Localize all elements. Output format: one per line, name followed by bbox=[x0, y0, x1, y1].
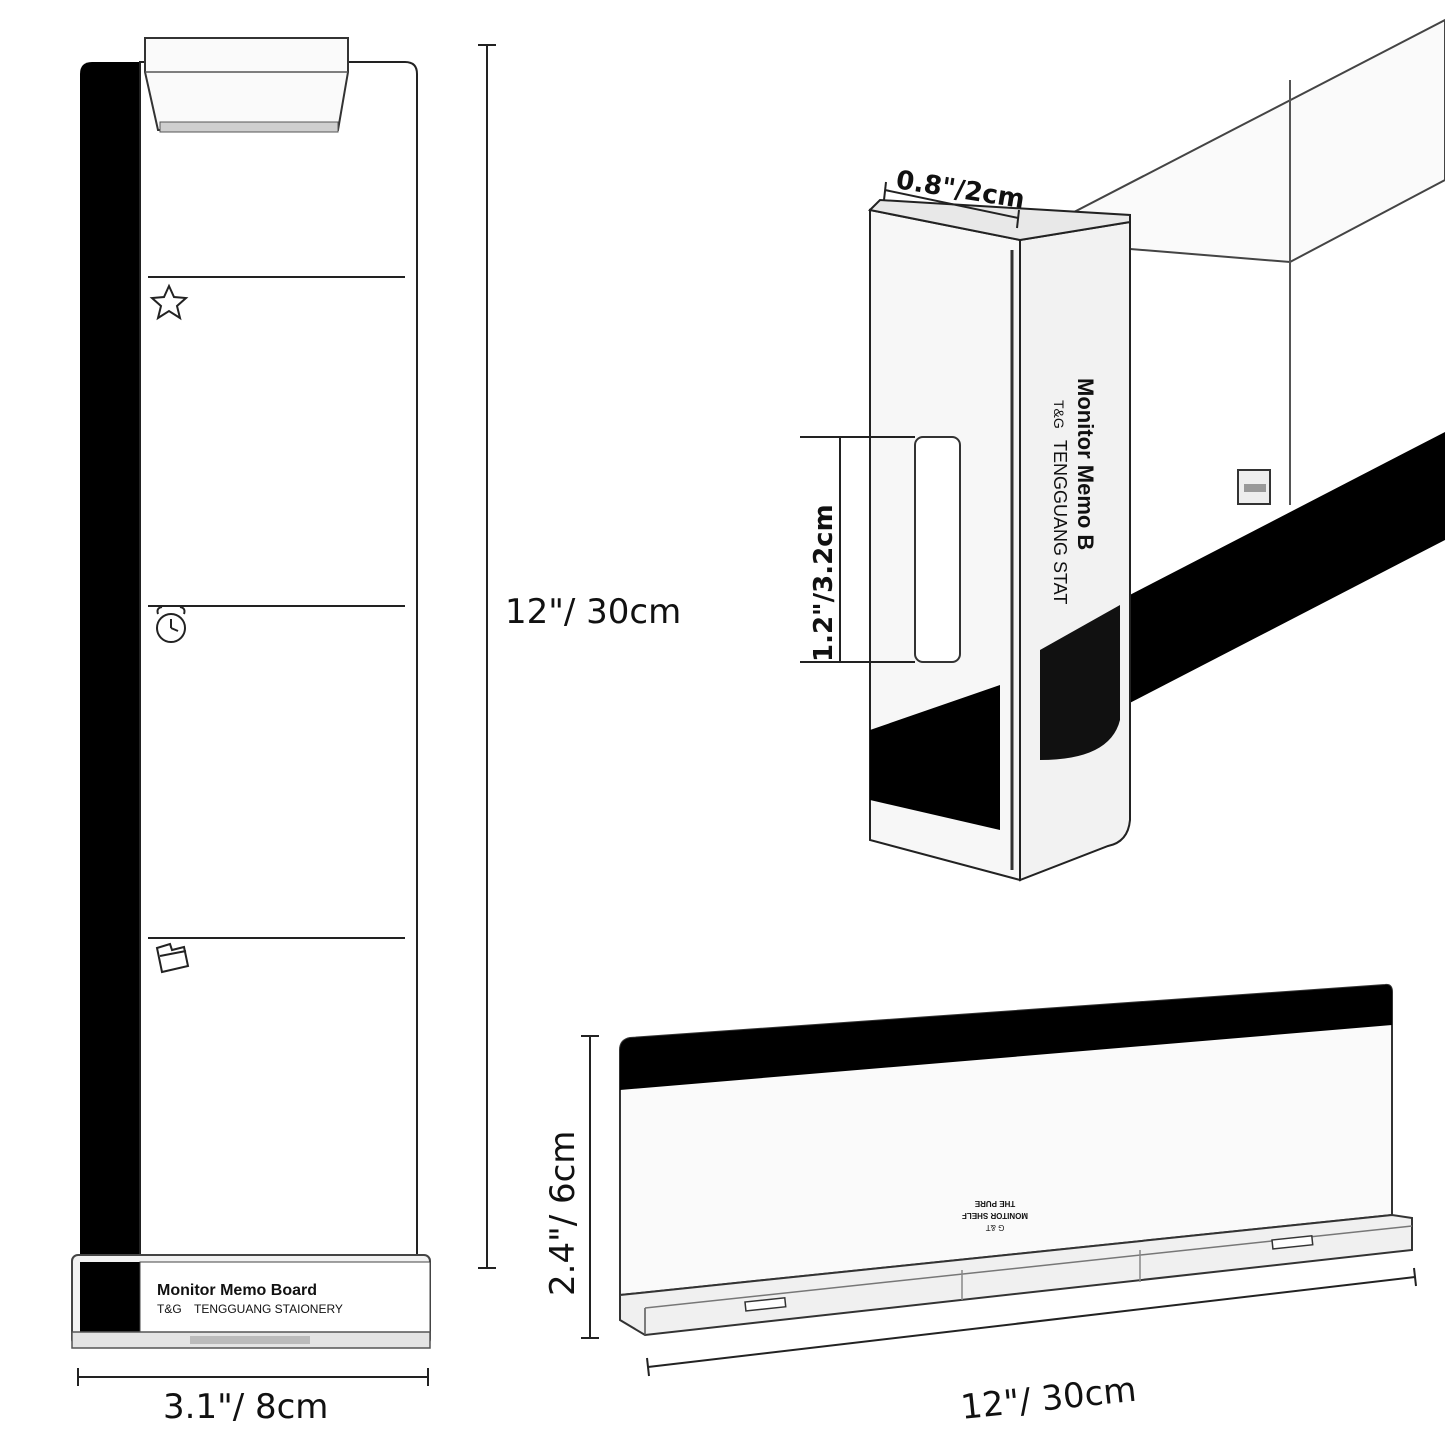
board-stand bbox=[71, 1254, 431, 1349]
shelf-height-label: 2.4"/ 6cm bbox=[543, 1131, 583, 1296]
shelf-label-line3: G &T bbox=[986, 1223, 1005, 1232]
closeup-brand-logo: T&G bbox=[1051, 400, 1067, 429]
board-brand-subtitle: TENGGUANG STAIONERY bbox=[194, 1302, 343, 1316]
shelf-label-line1: THE PURE bbox=[974, 1199, 1015, 1208]
board-width-label: 3.1"/ 8cm bbox=[163, 1387, 328, 1427]
board-width-dimension bbox=[77, 1368, 429, 1386]
shelf-width-dimension bbox=[646, 1267, 1417, 1377]
board-height-label: 12"/ 30cm bbox=[505, 592, 681, 632]
board-height-dimension bbox=[478, 44, 496, 1269]
shelf-height-dimension bbox=[581, 1035, 599, 1339]
board-brand-logo: T&G bbox=[157, 1302, 182, 1316]
monitor-black-band bbox=[1120, 432, 1445, 708]
shelf-width-label: 12"/ 30cm bbox=[959, 1370, 1138, 1428]
star-icon bbox=[149, 283, 189, 321]
board-panel bbox=[139, 61, 418, 1263]
clip-height-label: 1.2"/3.2cm bbox=[809, 504, 839, 662]
closeup-brand-title: Monitor Memo B bbox=[1073, 378, 1098, 550]
shelf-label-line2: MONITOR SHELF bbox=[962, 1211, 1028, 1220]
memo-board: Monitor Memo Board T&G TENGGUANG STAIONE… bbox=[71, 37, 431, 1349]
small-clip-icon bbox=[1237, 469, 1271, 505]
clip-height-dimension bbox=[800, 436, 915, 663]
closeup-brand-subtitle: TENGGUANG STAT bbox=[1050, 440, 1070, 604]
clip-closeup bbox=[867, 18, 1445, 882]
clip-width-dimension bbox=[883, 181, 1020, 229]
board-black-strip bbox=[80, 62, 140, 1262]
folder-icon bbox=[155, 942, 190, 974]
shelf-black-band bbox=[620, 984, 1392, 1090]
board-clip bbox=[144, 37, 349, 133]
monitor-shelf bbox=[619, 983, 1413, 1337]
clip-slot bbox=[914, 436, 961, 663]
board-brand-title: Monitor Memo Board bbox=[157, 1282, 317, 1299]
alarm-clock-icon bbox=[156, 606, 186, 643]
